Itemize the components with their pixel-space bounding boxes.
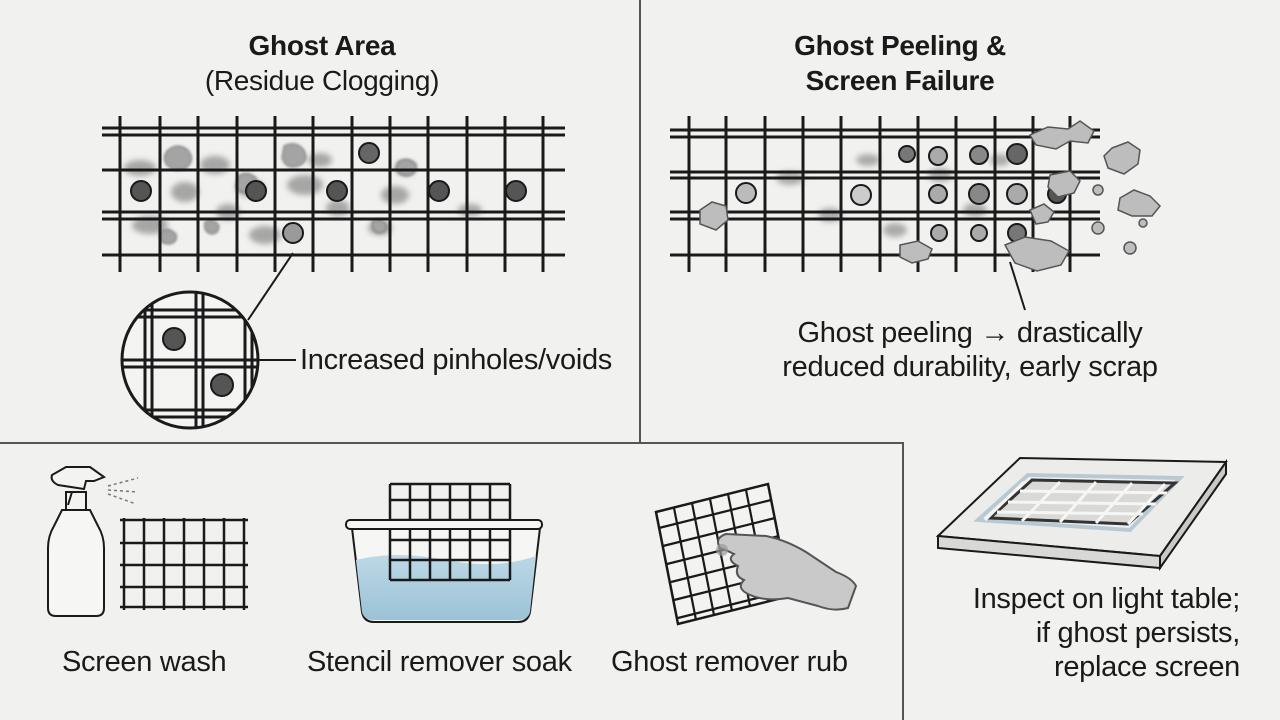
inspect-note: Inspect on light table; if ghost persist…: [940, 582, 1240, 684]
step-label-screen-wash: Screen wash: [62, 646, 227, 678]
step-label-stencil-remover-soak: Stencil remover soak: [307, 646, 572, 678]
spray-bottle-icon: [47, 466, 139, 617]
ghost-peeling-callout: Ghost peeling → drastically reduced dura…: [765, 316, 1175, 384]
ghost-peeling-title: Ghost Peeling & Screen Failure: [750, 28, 1050, 98]
gloved-hand-rub-icon: [654, 482, 858, 626]
inspect-note-line3: replace screen: [1053, 651, 1240, 683]
soak-tub-icon: [345, 482, 543, 623]
light-table-icon: [935, 456, 1228, 572]
inspect-note-line2: if ghost persists,: [1035, 617, 1240, 649]
ghost-peeling-mesh: [670, 116, 1162, 311]
ghost-area-title: Ghost Area (Residue Clogging): [172, 28, 472, 98]
screen-mesh-icon: [120, 518, 248, 610]
ghost-peeling-callout-line2: reduced durability, early scrap: [782, 351, 1158, 383]
pinholes: [130, 142, 527, 244]
panel-dividers: [0, 0, 904, 720]
step-label-ghost-remover-rub: Ghost remover rub: [611, 646, 848, 678]
ghost-area-mesh: [102, 116, 565, 272]
ghost-area-title-line1: Ghost Area: [248, 30, 396, 61]
magnifier-icon: [120, 252, 296, 430]
ghost-area-title-line2: (Residue Clogging): [204, 65, 440, 96]
ghost-peeling-callout-line1: Ghost peeling → drastically: [797, 317, 1143, 349]
inspect-note-line1: Inspect on light table;: [972, 583, 1240, 615]
ghost-peeling-title-line2: Screen Failure: [805, 65, 995, 96]
ghost-area-callout: Increased pinholes/voids: [300, 344, 612, 376]
peeling-flakes: [699, 120, 1162, 272]
ghost-peeling-title-line1: Ghost Peeling &: [794, 30, 1006, 61]
mesh-grid: [102, 116, 565, 272]
